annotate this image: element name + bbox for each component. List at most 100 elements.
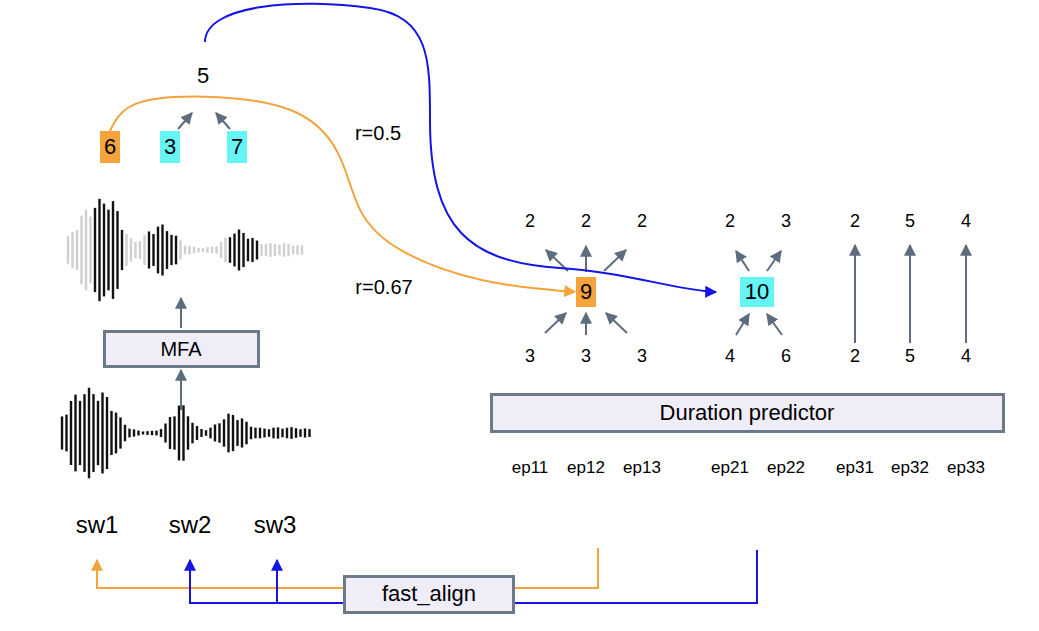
wave-stroke (89, 217, 91, 284)
wave-stroke (193, 247, 195, 253)
alignment-line (276, 560, 278, 603)
wave-stroke (236, 420, 238, 446)
wave-stroke (107, 210, 109, 291)
wave-stroke (164, 423, 166, 442)
node-text: 10 (745, 280, 769, 304)
duration-number: 4 (959, 347, 973, 367)
wave-stroke (173, 416, 175, 449)
duration-cell: 6 (100, 131, 120, 163)
node-text: fast_align (382, 582, 476, 606)
wave-stroke (65, 415, 67, 452)
wave-stroke (110, 411, 112, 455)
wave-stroke (143, 235, 145, 265)
wave-stroke (223, 419, 225, 446)
duration-number: 5 (903, 212, 917, 232)
node-text: 7 (231, 135, 243, 159)
wave-stroke (196, 426, 198, 440)
wave-stroke (256, 241, 258, 260)
wave-stroke (169, 417, 171, 449)
phoneme-label: ep11 (510, 459, 551, 478)
wave-stroke (160, 429, 162, 437)
wave-stroke (79, 401, 81, 465)
wave-stroke (119, 417, 121, 448)
wave-stroke (260, 244, 262, 256)
wave-stroke (206, 247, 208, 253)
wave-stroke (137, 431, 139, 436)
ratio-connector (110, 97, 575, 292)
wave-stroke (134, 242, 136, 258)
wave-stroke (287, 244, 289, 257)
waveforms (62, 199, 310, 478)
duration-number: 2 (848, 212, 862, 232)
wave-stroke (121, 230, 123, 270)
wave-stroke (179, 241, 181, 260)
wave-stroke (250, 427, 252, 440)
wave-stroke (200, 429, 202, 437)
wave-stroke (229, 237, 231, 263)
wave-stroke (296, 245, 298, 255)
duration-number: 4 (959, 212, 973, 232)
phoneme-label: ep31 (834, 459, 876, 478)
wave-stroke (269, 243, 271, 257)
process-box: MFA (103, 330, 260, 368)
wave-stroke (116, 211, 118, 289)
wave-stroke (197, 248, 199, 252)
wave-stroke (301, 245, 303, 254)
duration-cell: 3 (160, 131, 180, 163)
wave-stroke (278, 245, 280, 255)
duration-number: 3 (523, 347, 537, 367)
sum-arrow (767, 314, 782, 335)
wave-stroke (308, 429, 310, 437)
node-text: 6 (104, 135, 116, 159)
node-text: MFA (160, 338, 201, 360)
sum-arrow (736, 314, 749, 335)
duration-number: 4 (723, 347, 737, 367)
wave-stroke (142, 431, 144, 434)
wave-stroke (103, 204, 105, 297)
wave-stroke (106, 397, 108, 469)
merge-arrow (178, 113, 192, 129)
wave-stroke (191, 423, 193, 444)
wave-stroke (247, 239, 249, 262)
sum-arrow (585, 313, 587, 335)
wave-stroke (188, 246, 190, 255)
gray-arrows (178, 113, 966, 410)
wave-stroke (170, 235, 172, 265)
wave-stroke (88, 388, 90, 478)
wave-stroke (272, 428, 274, 439)
wave-stroke (124, 425, 126, 441)
wave-stroke (304, 428, 306, 437)
node-text: Duration predictor (660, 401, 835, 425)
wave-stroke (130, 238, 132, 261)
wave-stroke (286, 428, 288, 438)
wave-stroke (157, 227, 159, 274)
wave-stroke (74, 395, 76, 472)
wave-stroke (71, 232, 73, 268)
wave-stroke (233, 234, 235, 267)
duration-cell: 7 (227, 131, 247, 163)
wave-stroke (146, 431, 148, 435)
wave-stroke (295, 428, 297, 437)
wave-stroke (182, 405, 184, 460)
wave-stroke (76, 230, 78, 270)
wave-stroke (238, 229, 240, 270)
duration-number: 2 (723, 212, 737, 232)
wave-stroke (265, 244, 267, 256)
duration-number: 2 (523, 212, 537, 232)
wave-stroke (245, 422, 247, 445)
duration-number: 2 (848, 347, 862, 367)
phoneme-label: ep13 (621, 459, 663, 478)
wave-stroke (166, 231, 168, 269)
wave-stroke (97, 401, 99, 465)
wave-stroke (187, 416, 189, 449)
wave-stroke (148, 231, 150, 268)
wave-stroke (92, 394, 94, 472)
wave-stroke (292, 246, 294, 255)
wave-stroke (175, 236, 177, 265)
pass-arrow (965, 245, 967, 343)
duration-cell: 9 (576, 277, 596, 307)
wave-stroke (209, 428, 211, 439)
wave-stroke (218, 423, 220, 442)
wave-stroke (227, 414, 229, 453)
duration-number: 3 (635, 347, 649, 367)
